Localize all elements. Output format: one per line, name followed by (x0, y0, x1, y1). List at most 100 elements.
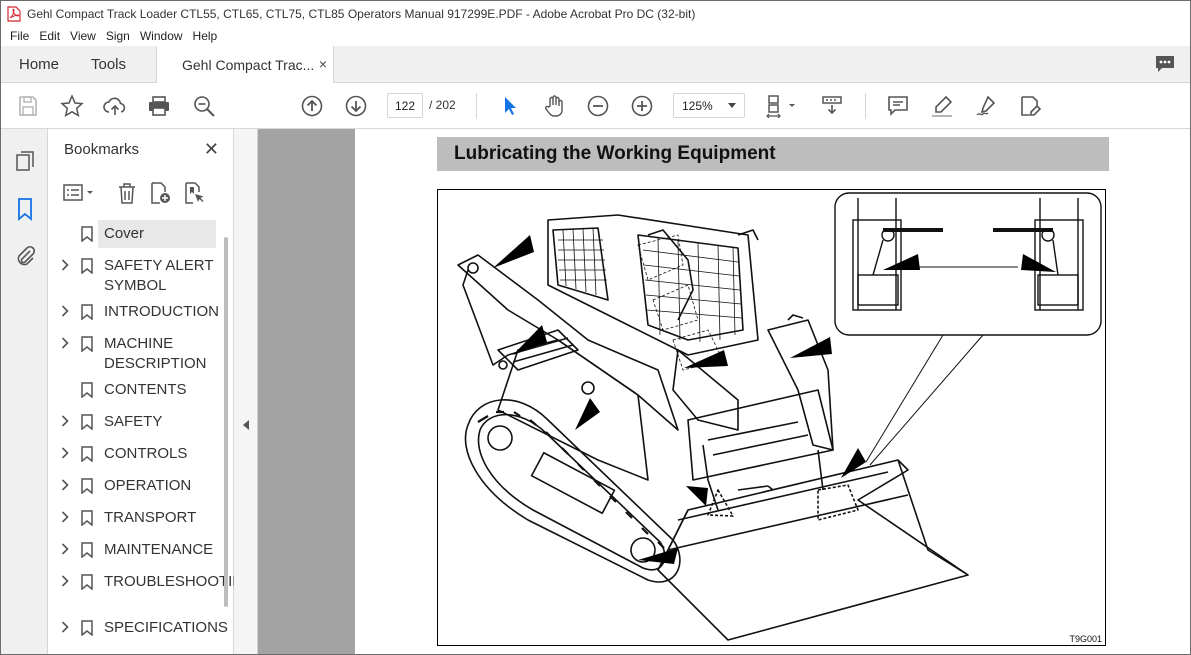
toolbar-divider (865, 93, 866, 119)
page-fit-icon[interactable] (763, 93, 801, 119)
zoom-search-icon[interactable] (191, 93, 217, 119)
bookmark-label: SAFETY (104, 413, 163, 430)
save-icon[interactable] (15, 93, 41, 119)
bookmark-flag-icon (81, 446, 93, 463)
chevron-down-icon (728, 103, 736, 108)
comment-icon[interactable] (885, 93, 911, 119)
bookmark-flag-icon (81, 382, 93, 399)
bookmark-flag-icon (81, 258, 93, 275)
collapse-panel-arrow-icon[interactable] (243, 420, 249, 430)
menu-window[interactable]: Window (139, 29, 183, 43)
bookmark-label: CONTROLS (104, 445, 188, 462)
bookmark-flag-icon (81, 336, 93, 353)
bookmark-label: CONTENTS (104, 381, 187, 398)
section-heading: Lubricating the Working Equipment (454, 143, 776, 164)
pdf-page: Lubricating the Working Equipment (355, 129, 1190, 654)
zoom-level-value: 125% (682, 98, 713, 113)
chevron-right-icon[interactable] (61, 543, 69, 555)
delete-bookmark-trash-icon[interactable] (115, 181, 139, 205)
edit-pdf-icon[interactable] (1017, 93, 1043, 119)
bookmark-flag-icon (81, 574, 93, 591)
bookmark-label: Cover (104, 225, 145, 242)
menu-bar: File Edit View Sign Window Help (1, 26, 1190, 46)
acrobat-pdf-icon (7, 5, 21, 22)
bookmark-options-icon[interactable] (62, 181, 93, 205)
previous-page-icon[interactable] (299, 93, 325, 119)
page-count: / 202 (429, 98, 456, 112)
bookmark-label: SPECIFICATIONS (104, 619, 228, 636)
chevron-right-icon[interactable] (61, 337, 69, 349)
tab-bar: Home Tools Gehl Compact Trac... × (1, 46, 1190, 84)
tab-home[interactable]: Home (19, 56, 60, 73)
bookmark-flag-icon (81, 510, 93, 527)
track-loader-illustration (457, 192, 1102, 641)
bookmark-label: TROUBLESHOOTING (104, 573, 255, 590)
highlight-pen-icon[interactable] (929, 93, 955, 119)
bookmark-label: SAFETY ALERT SYMBOL (104, 257, 214, 294)
bookmarks-scrollbar[interactable] (224, 237, 228, 607)
attachments-paperclip-icon[interactable] (13, 244, 37, 268)
bookmark-flag-icon (81, 620, 93, 637)
chevron-right-icon[interactable] (61, 575, 69, 587)
menu-view[interactable]: View (70, 29, 96, 43)
figure-code: T9G001 (1069, 634, 1102, 644)
chevron-right-icon[interactable] (61, 479, 69, 491)
panel-collapse-strip[interactable] (234, 129, 258, 654)
zoom-in-icon[interactable] (629, 93, 655, 119)
new-bookmark-icon[interactable] (148, 181, 172, 205)
zoom-level-select[interactable]: 125% (673, 93, 745, 118)
bookmark-flag-icon (81, 304, 93, 321)
toolbar-divider (476, 93, 477, 119)
draw-sign-icon[interactable] (973, 93, 999, 119)
document-canvas-margin (258, 129, 355, 654)
bookmarks-toolbar (62, 181, 222, 207)
page-thumbnails-icon[interactable] (13, 149, 37, 173)
section-heading-bar: Lubricating the Working Equipment (437, 137, 1109, 171)
chevron-right-icon[interactable] (61, 305, 69, 317)
chevron-right-icon[interactable] (61, 511, 69, 523)
menu-help[interactable]: Help (192, 29, 218, 43)
bookmarks-panel-title: Bookmarks (64, 141, 140, 158)
bookmark-flag-icon (81, 226, 93, 243)
bookmark-label: TRANSPORT (104, 509, 197, 526)
page-number-input[interactable]: 122 (387, 93, 423, 118)
bookmark-label: OPERATION (104, 477, 192, 494)
find-bookmark-icon[interactable] (182, 181, 206, 205)
bookmark-flag-icon (81, 542, 93, 559)
tab-close-icon[interactable]: × (318, 56, 327, 72)
bookmarks-icon[interactable] (13, 197, 37, 221)
tab-document-label: Gehl Compact Trac... (182, 57, 315, 73)
bookmark-flag-icon (81, 414, 93, 431)
select-cursor-icon[interactable] (497, 93, 523, 119)
star-icon[interactable] (59, 93, 85, 119)
selected-highlight (98, 220, 216, 248)
print-icon[interactable] (146, 93, 172, 119)
close-icon[interactable]: ✕ (203, 139, 219, 159)
chevron-right-icon[interactable] (61, 621, 69, 633)
title-bar: Gehl Compact Track Loader CTL55, CTL65, … (1, 1, 1190, 26)
chevron-right-icon[interactable] (61, 447, 69, 459)
menu-file[interactable]: File (10, 29, 30, 43)
bookmark-label: MAINTENANCE (104, 541, 214, 558)
menu-edit[interactable]: Edit (39, 29, 61, 43)
tab-document[interactable]: Gehl Compact Trac... × (156, 46, 334, 84)
menu-sign[interactable]: Sign (105, 29, 130, 43)
tab-tools[interactable]: Tools (91, 56, 127, 73)
navigation-rail (1, 129, 48, 654)
chevron-right-icon[interactable] (61, 259, 69, 271)
scroll-mode-icon[interactable] (819, 93, 845, 119)
zoom-out-icon[interactable] (585, 93, 611, 119)
bookmark-label: INTRODUCTION (104, 303, 219, 320)
loader-lubrication-figure: T9G001 (437, 189, 1106, 646)
main-toolbar: 122 / 202 125% (1, 83, 1190, 129)
bookmark-flag-icon (81, 478, 93, 495)
next-page-icon[interactable] (343, 93, 369, 119)
bookmark-label: MACHINE DESCRIPTION (104, 335, 207, 372)
comment-bubble-icon[interactable] (1154, 54, 1176, 74)
chevron-right-icon[interactable] (61, 415, 69, 427)
hand-tool-icon[interactable] (541, 93, 567, 119)
upload-cloud-icon[interactable] (102, 93, 128, 119)
window-title: Gehl Compact Track Loader CTL55, CTL65, … (27, 6, 696, 21)
